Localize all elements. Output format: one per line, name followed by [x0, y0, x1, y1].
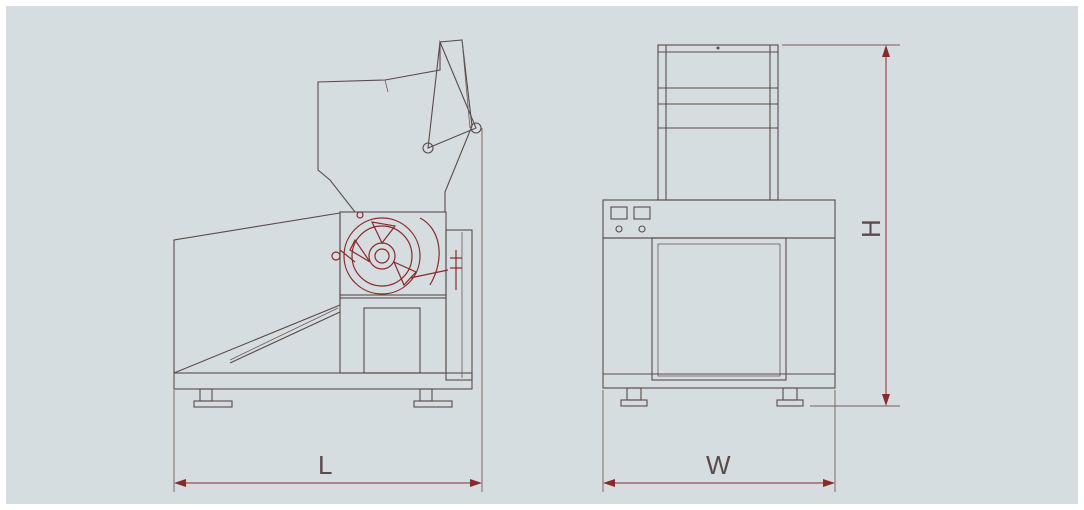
side-clamp-arm — [409, 269, 449, 279]
height-arrow-bottom — [882, 394, 890, 406]
width-arrow-right — [823, 479, 835, 487]
side-side-plate — [445, 229, 473, 381]
height-label: H — [856, 219, 886, 238]
side-hopper-lid — [427, 39, 477, 149]
side-hinge-bolt — [356, 211, 364, 219]
side-motor-housing — [173, 212, 341, 374]
side-belt-line-inner — [229, 307, 339, 361]
lid-pivot-bottom — [422, 142, 434, 154]
front-knob-right — [638, 225, 646, 233]
hopper-mark — [384, 79, 389, 93]
side-rotor — [331, 211, 462, 295]
length-arrow-right — [470, 479, 482, 487]
lid-edge — [461, 39, 471, 129]
rotor-hub — [368, 242, 396, 270]
side-foot-left-pad — [193, 400, 233, 408]
height-arrow-top — [882, 45, 890, 57]
front-hopper-frame — [657, 44, 779, 201]
side-base-frame — [173, 372, 473, 390]
front-gauge-right — [633, 206, 651, 220]
dimension-width: W — [602, 390, 836, 492]
rotor-arm — [339, 249, 356, 263]
width-label: W — [706, 450, 731, 480]
dimension-height: H — [782, 44, 900, 407]
front-view — [602, 44, 836, 407]
front-foot-left — [626, 387, 642, 401]
rotor-blade-2 — [392, 260, 418, 287]
rotor-blade-3 — [349, 238, 371, 263]
drawing-panel — [6, 6, 1078, 504]
rotor-shaft — [374, 248, 390, 264]
front-gauge-left — [610, 206, 628, 220]
front-cabinet — [602, 237, 836, 389]
rotor-bolt-left — [331, 251, 341, 261]
side-hopper — [317, 39, 473, 213]
side-belt-line — [229, 311, 341, 364]
width-arrow-left — [603, 479, 615, 487]
rotor-blade-1 — [370, 221, 397, 245]
dimension-length: L — [173, 128, 483, 492]
front-door-inner — [657, 243, 781, 377]
lid-pivot-top — [470, 122, 482, 134]
front-hopper-bolt — [716, 46, 720, 50]
side-view — [173, 39, 482, 408]
length-arrow-left — [174, 479, 186, 487]
side-foot-right — [419, 388, 433, 402]
front-foot-right — [782, 387, 798, 401]
front-foot-left-pad — [620, 399, 648, 407]
front-cabinet-door — [651, 237, 787, 381]
rotor-outer — [343, 217, 421, 295]
rotor-ring — [351, 225, 413, 287]
front-knob-left — [615, 225, 623, 233]
side-foot-right-pad — [413, 400, 453, 408]
rotor-screen-arc — [419, 217, 440, 286]
side-pedestal — [339, 294, 447, 374]
side-pedestal-inner — [363, 307, 421, 374]
length-label: L — [318, 450, 332, 480]
front-foot-right-pad — [776, 399, 804, 407]
side-foot-left — [199, 388, 213, 402]
